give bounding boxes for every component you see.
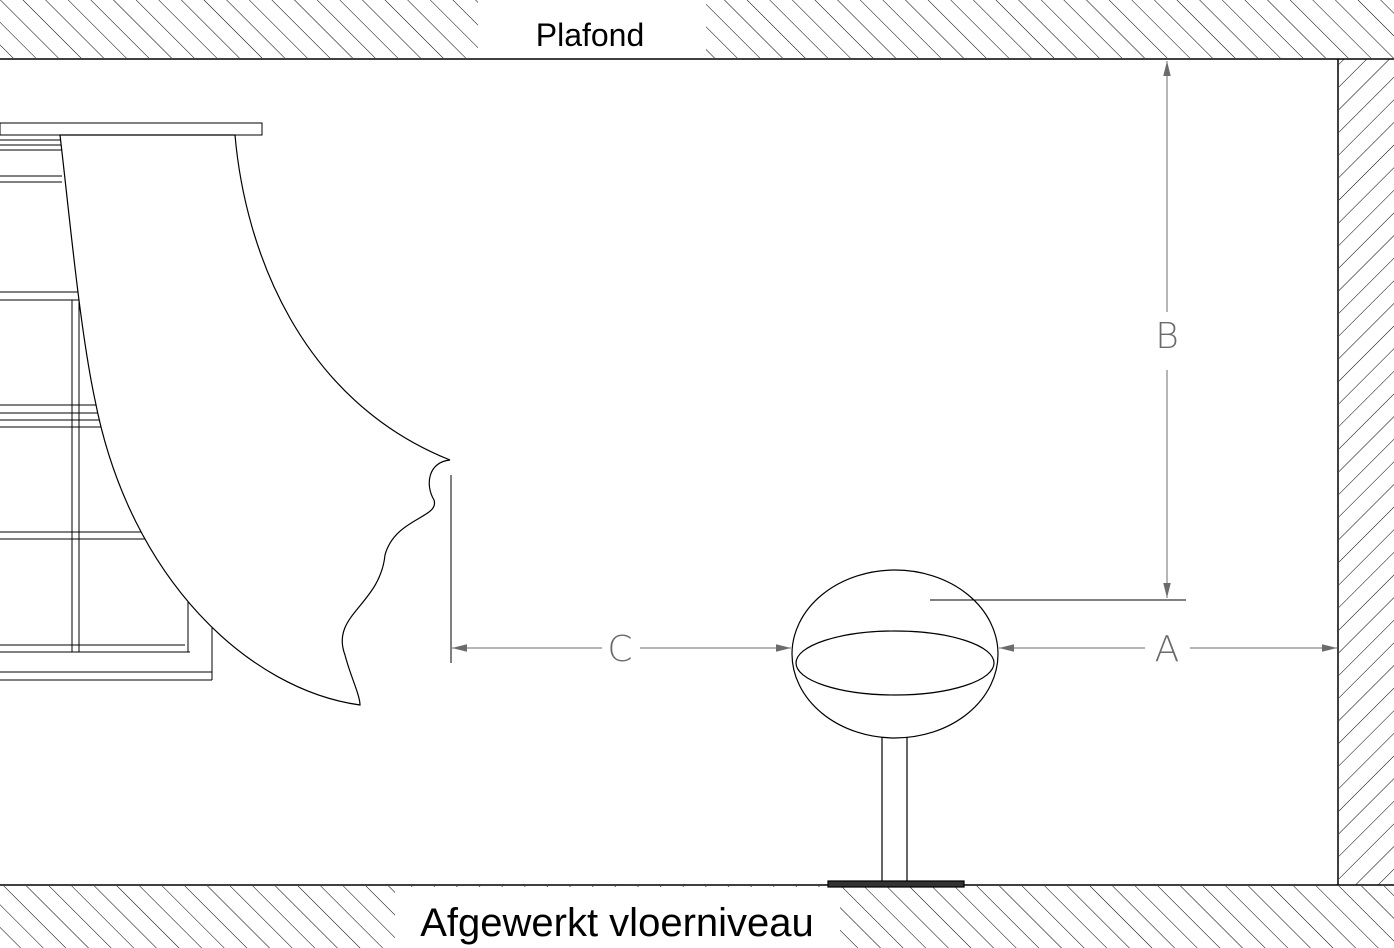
dimension-c: C	[452, 629, 791, 670]
curtain	[59, 134, 451, 706]
ceiling	[0, 0, 1394, 60]
finished-floor	[0, 884, 1394, 948]
dimension-b: B	[1155, 61, 1179, 598]
side-wall	[1337, 59, 1394, 885]
dimension-b-label: B	[1155, 316, 1179, 357]
dimension-a-label: A	[1155, 629, 1180, 670]
floor-label: Afgewerkt vloerniveau	[420, 901, 814, 945]
ceiling-label: Plafond	[536, 17, 645, 53]
dimension-c-label: C	[607, 629, 632, 670]
dimension-a: A	[999, 629, 1337, 670]
fireplace	[791, 569, 999, 888]
